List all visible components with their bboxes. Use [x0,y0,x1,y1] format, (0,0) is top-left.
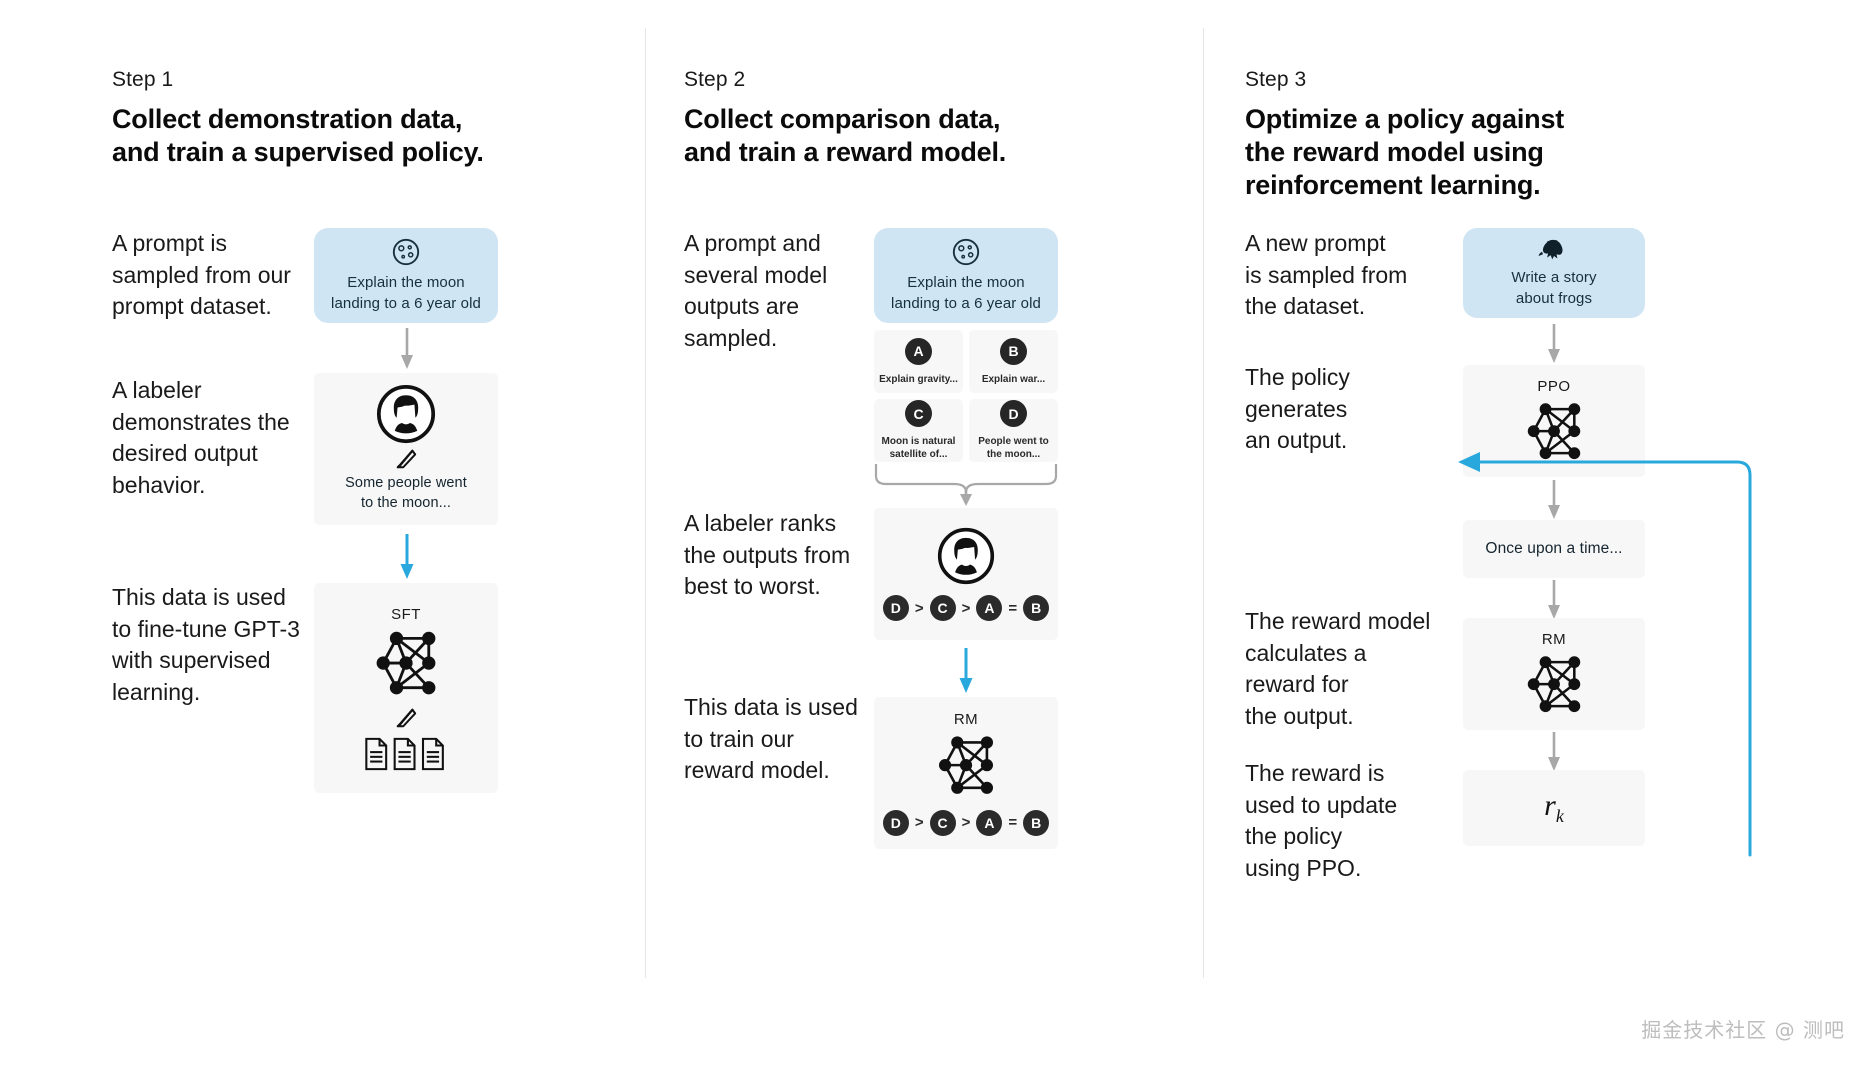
arrow-output-to-rm [1545,580,1563,620]
step-1-prompt-text: Explain the moon landing to a 6 year old [331,274,481,312]
arrow-grid-to-labeler [874,462,1058,507]
rank-op-1: > [914,599,924,617]
column-divider-1 [645,28,646,978]
step-2-rm-label: RM [953,710,979,728]
arrow-rm-to-reward [1545,732,1563,772]
rank-op-2: > [961,814,971,831]
arrow-labeler-to-sft [398,534,416,580]
arrow-labeler-to-rm [957,648,975,694]
output-text-d: People went to the moon... [978,436,1049,460]
rank-chip-b: B [1023,595,1050,621]
rank-op-2: > [961,599,971,617]
rank-chip-d: D [882,809,909,836]
step-1-paragraph-3: This data is used to fine-tune GPT-3 wit… [112,584,300,706]
output-card-c[interactable]: C Moon is natural satellite of... [874,399,963,462]
step-3-paragraph-2: The policy generates an output. [1245,364,1350,454]
step-2-output-grid: A Explain gravity... B Explain war... C … [874,330,1058,462]
neural-net-icon [362,627,450,701]
rank-chip-c: C [929,595,956,621]
pencil-icon [393,707,419,729]
step-1-sft-label: SFT [391,605,421,623]
watermark: 掘金技术社区 @ 测吧 [1641,1018,1845,1042]
step-2-labeler-rank-card[interactable]: D > C > A = B [874,508,1058,640]
step-3-ppo-card[interactable]: PPO [1463,365,1645,477]
step-1-title: Collect demonstration data, and train a … [112,104,484,168]
moon-icon [391,237,421,267]
rank-chip-d: D [882,595,909,621]
arrow-prompt-to-labeler [398,328,416,370]
pencil-icon [393,448,419,470]
step-1-column: Step 1 Collect demonstration data, and t… [112,0,622,1067]
rank-chip-a: A [976,809,1003,836]
rank-chip-a: A [976,595,1003,621]
step-2-rm-card[interactable]: RM [874,697,1058,849]
rank-op-3: = [1008,599,1018,617]
output-text-b: Explain war... [981,373,1046,385]
rank-chip-b: B [1023,809,1050,836]
step-2-paragraph-3: This data is used to train our reward mo… [684,694,858,784]
step-1-paragraph-1: A prompt is sampled from our prompt data… [112,230,291,320]
step-3-output-text: Once upon a time... [1485,539,1623,557]
step-3-paragraph-3: The reward model calculates a reward for… [1245,608,1431,730]
step-3-reward-card[interactable]: rk [1463,770,1645,846]
step-3-ppo-label: PPO [1537,377,1571,395]
rank-chip-c: C [929,809,956,836]
frog-icon [1537,237,1571,263]
output-card-b[interactable]: B Explain war... [969,330,1058,393]
step-1-labeler-card[interactable]: Some people went to the moon... [314,373,498,525]
step-2-label: Step 2 [684,68,746,91]
arrow-ppo-to-output [1545,480,1563,520]
output-badge-c: C [905,400,932,427]
column-divider-2 [1203,28,1204,978]
step-1-label: Step 1 [112,68,174,91]
step-3-paragraph-1: A new prompt is sampled from the dataset… [1245,230,1408,320]
step-3-paragraph-4: The reward is used to update the policy … [1245,760,1398,882]
ranking-row: D > C > A = B [882,595,1050,621]
output-text-a: Explain gravity... [879,373,958,385]
neural-net-icon [1514,652,1594,718]
step-3-prompt-text: Write a story about frogs [1511,269,1597,307]
step-2-prompt-card[interactable]: Explain the moon landing to a 6 year old [874,228,1058,323]
step-2-paragraph-1: A prompt and several model outputs are s… [684,230,828,352]
rank-op-1: > [914,814,924,831]
step-3-prompt-card[interactable]: Write a story about frogs [1463,228,1645,318]
documents-icon [363,737,449,771]
output-text-c: Moon is natural satellite of... [881,436,956,460]
labeler-icon [937,527,995,585]
rank-op-3: = [1008,814,1018,831]
reward-formula: rk [1544,789,1564,827]
neural-net-icon [925,732,1007,800]
step-2-title: Collect comparison data, and train a rew… [684,104,1007,168]
step-2-prompt-text: Explain the moon landing to a 6 year old [891,274,1041,312]
output-card-a[interactable]: A Explain gravity... [874,330,963,393]
labeler-icon [376,384,436,444]
step-3-rm-card[interactable]: RM [1463,618,1645,730]
step-1-prompt-card[interactable]: Explain the moon landing to a 6 year old [314,228,498,323]
step-3-title: Optimize a policy against the reward mod… [1245,104,1565,201]
step-3-label: Step 3 [1245,68,1307,91]
step-3-output-card[interactable]: Once upon a time... [1463,520,1645,578]
moon-icon [951,237,981,267]
step-3-column: Step 3 Optimize a policy against the rew… [1245,0,1805,1067]
reward-formula-base: r [1544,789,1556,822]
arrow-prompt-to-ppo [1545,324,1563,364]
output-card-d[interactable]: D People went to the moon... [969,399,1058,462]
neural-net-icon [1514,399,1594,465]
step-2-column: Step 2 Collect comparison data, and trai… [684,0,1194,1067]
output-badge-a: A [905,337,932,365]
output-badge-d: D [1000,400,1027,427]
step-2-paragraph-2: A labeler ranks the outputs from best to… [684,510,851,600]
output-badge-b: B [1000,337,1027,365]
step-1-sft-card[interactable]: SFT [314,583,498,793]
ranking-row: D > C > A = B [882,809,1050,836]
reward-formula-sub: k [1555,806,1564,826]
arrow-reward-feedback-loop [1440,400,1770,860]
step-1-paragraph-2: A labeler demonstrates the desired outpu… [112,377,290,499]
step-3-rm-label: RM [1541,630,1567,648]
step-1-labeler-text: Some people went to the moon... [345,475,467,511]
